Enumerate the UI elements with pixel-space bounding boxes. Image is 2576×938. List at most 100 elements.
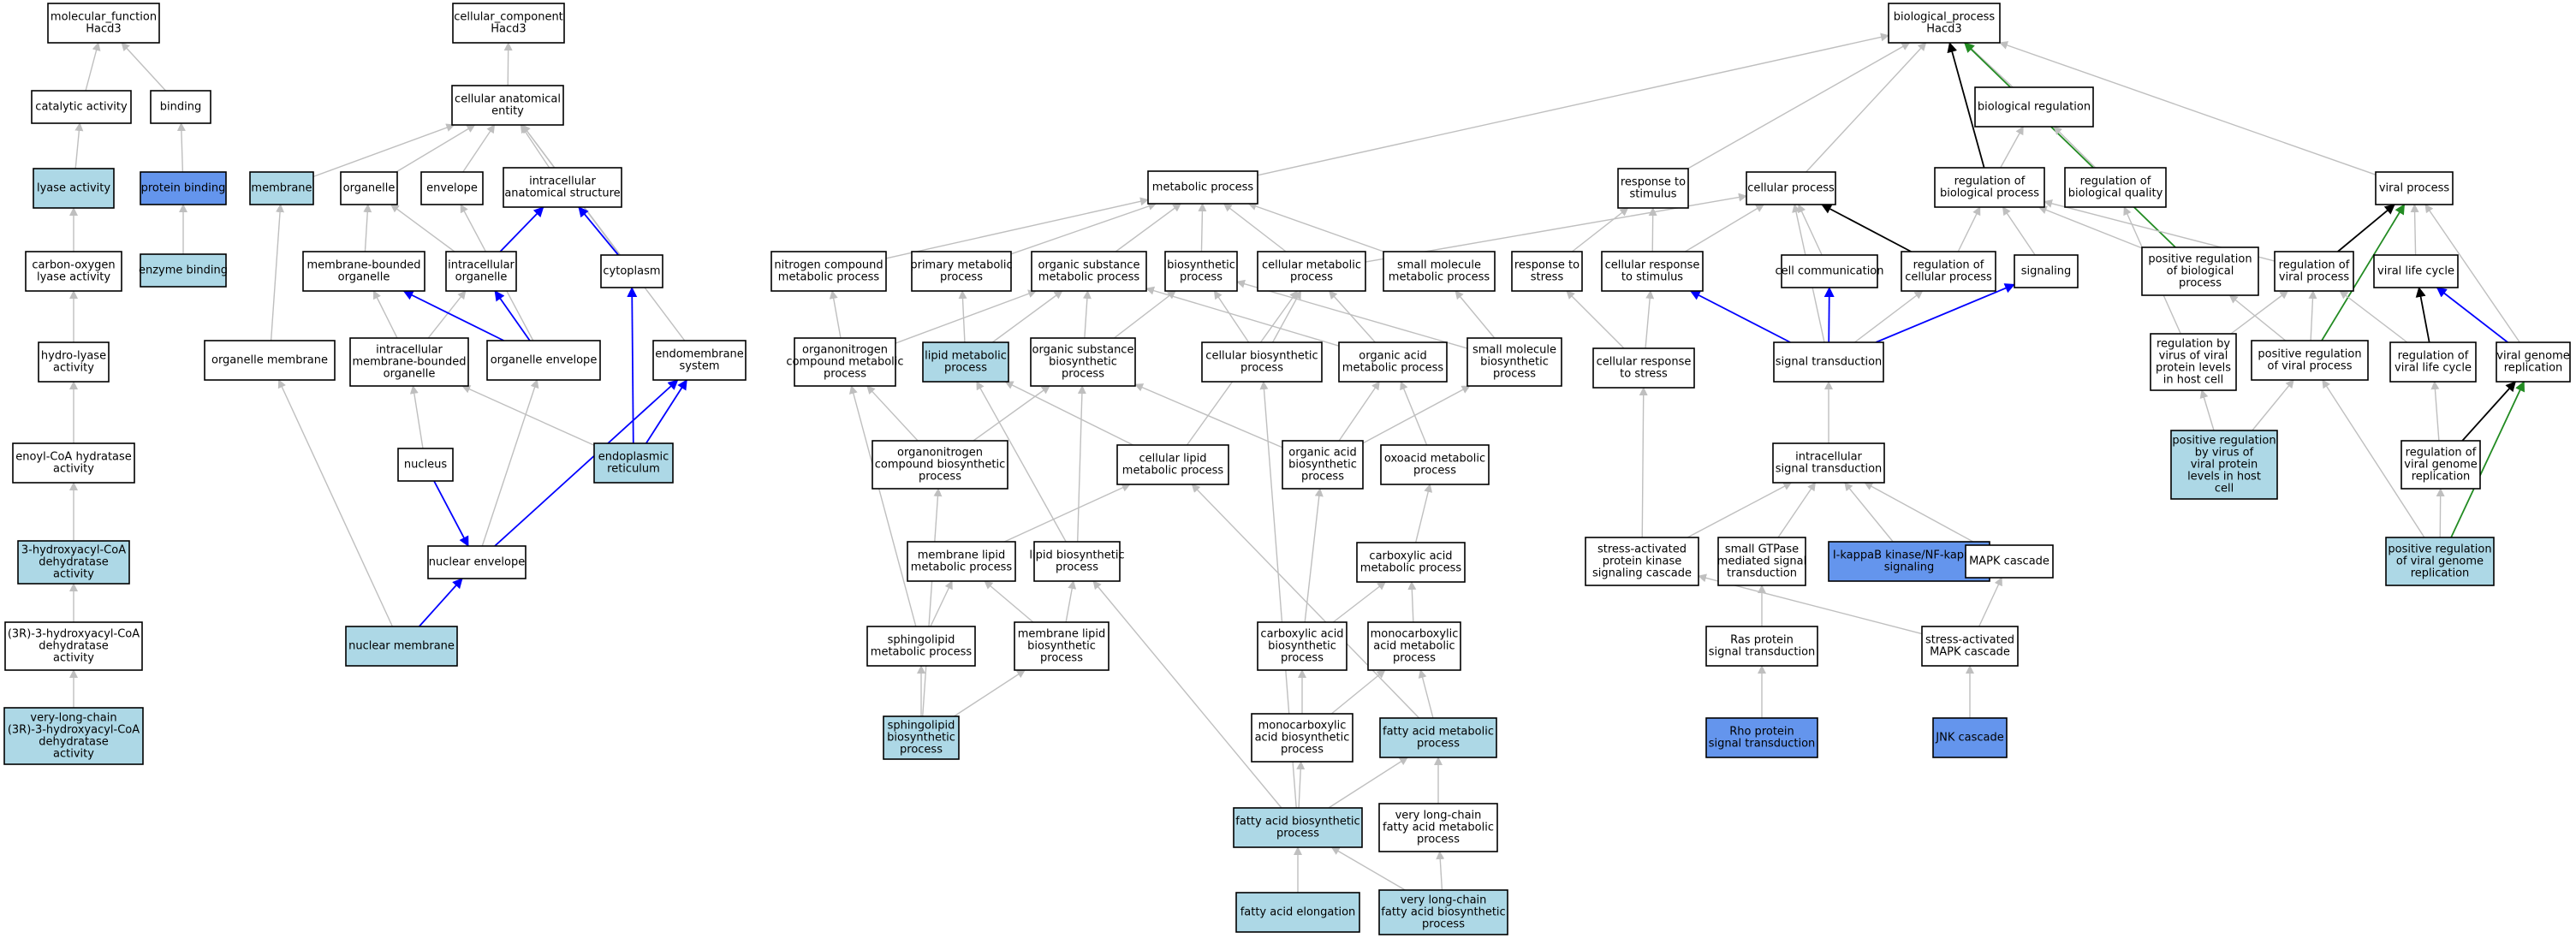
node-sigtrans[interactable]: signal transduction — [1773, 341, 1884, 383]
node-orgenv[interactable]: organelle envelope — [486, 340, 601, 381]
node-protbind[interactable]: protein binding — [140, 171, 227, 205]
node-membrane[interactable]: membrane — [249, 171, 314, 205]
node-nucenv[interactable]: nuclear envelope — [427, 545, 527, 579]
node-faelong[interactable]: fatty acid elongation — [1235, 892, 1360, 933]
node-jnk[interactable]: JNK cascade — [1932, 717, 2008, 758]
node-viral[interactable]: viral process — [2375, 171, 2454, 205]
node-mapk[interactable]: MAPK cascade — [1965, 544, 2054, 579]
node-cat[interactable]: catalytic activity — [31, 90, 132, 124]
node-nucmem[interactable]: nuclear membrane — [345, 626, 458, 667]
node-lyase[interactable]: lyase activity — [33, 168, 115, 209]
node-enzbind[interactable]: enzyme binding — [139, 253, 228, 288]
node-nucleus[interactable]: nucleus — [397, 448, 454, 482]
node-bioreg[interactable]: biological regulation — [1974, 86, 2094, 128]
node-r3h[interactable]: (3R)-3-hydroxyacyl-CoAdehydrataseactivit… — [4, 621, 143, 671]
node-cellproc[interactable]: cellular process — [1746, 171, 1836, 205]
node-organelle[interactable]: organelle — [340, 171, 398, 205]
node-vlc[interactable]: very-long-chain(3R)-3-hydroxyacyl-CoAdeh… — [3, 707, 144, 765]
node-orgmem[interactable]: organelle membrane — [204, 340, 336, 381]
node-signaling[interactable]: signaling — [2014, 254, 2079, 288]
edge-endomem-to-cae — [521, 124, 686, 341]
node-label-line: cellular response — [1605, 259, 1700, 272]
node-box — [140, 253, 227, 288]
node-bind[interactable]: binding — [150, 90, 211, 124]
node-metab[interactable]: metabolic process — [1147, 170, 1258, 205]
edge-regbio-to-bp — [1947, 42, 1985, 169]
node-cellcomm[interactable]: cell communication — [1775, 254, 1884, 288]
node-box — [2274, 251, 2354, 292]
node-label-line: biosynthetic — [1480, 356, 1549, 369]
node-vlcycle[interactable]: viral life cycle — [2373, 254, 2459, 288]
node-cytoplasm[interactable]: cytoplasm — [600, 254, 663, 288]
node-label-line: biological_process — [1894, 11, 1996, 24]
node-envelope[interactable]: envelope — [420, 171, 484, 205]
node-label-line: process — [2179, 277, 2222, 290]
